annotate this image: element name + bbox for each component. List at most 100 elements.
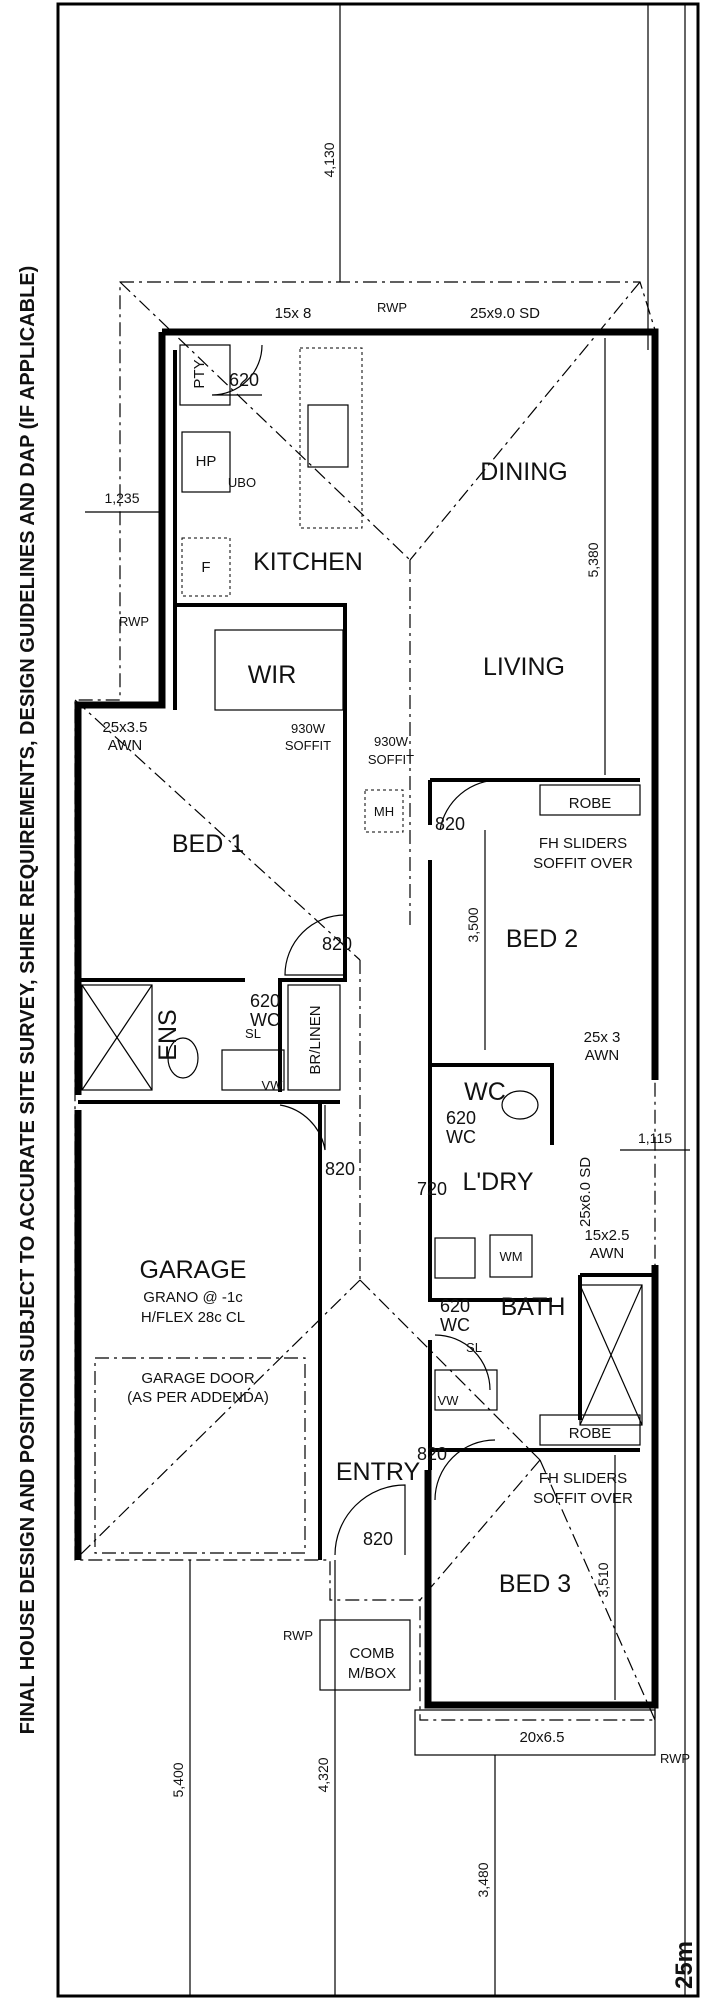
- wm-box: [489, 1234, 533, 1278]
- interior-wall: [173, 350, 347, 880]
- note-vw2: VW: [438, 1393, 460, 1408]
- room-ens: ENS: [154, 1009, 182, 1060]
- fridge-outline: [181, 537, 231, 597]
- lot-width: 25m: [671, 1941, 698, 1989]
- interior-wall: [428, 1063, 554, 1302]
- vanity-ens: [221, 1049, 285, 1091]
- garage-door: [94, 1357, 306, 1554]
- manhole: [364, 789, 404, 833]
- window-w1: 15x 8: [275, 305, 312, 322]
- vanity-bath: [434, 1369, 498, 1411]
- lot-boundary: [56, 2, 700, 1998]
- roof-hip: [119, 281, 411, 561]
- room-ldry: L'DRY: [462, 1168, 533, 1196]
- room-garage: GARAGE: [140, 1256, 247, 1284]
- note-soffit1: SOFFIT: [285, 738, 331, 753]
- roof-hip: [74, 699, 361, 961]
- interior-wall: [278, 880, 347, 1092]
- note-fridge: F: [201, 559, 210, 576]
- wir-inner: [214, 629, 344, 711]
- window-w4: 25x 3: [584, 1029, 621, 1046]
- door-swing: [439, 779, 501, 831]
- note-hp: HP: [196, 453, 217, 470]
- kitchen-bench: [299, 347, 363, 529]
- room-bed3: BED 3: [499, 1570, 571, 1598]
- kitchen-sink: [307, 404, 349, 468]
- shower-cross: [81, 984, 153, 1091]
- door-swing: [211, 344, 263, 396]
- exterior-wall: [424, 1265, 659, 1709]
- door-820-garage: 820: [325, 1159, 355, 1179]
- roof-hip: [419, 1459, 541, 1601]
- note-soffit2: SOFFIT: [368, 752, 414, 767]
- front-porch: [414, 1709, 656, 1756]
- dim-bed3: 3,510: [595, 1562, 611, 1597]
- door-swing: [284, 914, 346, 976]
- window-w4b: AWN: [585, 1047, 619, 1064]
- note-so2: SOFFIT OVER: [533, 1490, 633, 1507]
- room-bath: BATH: [501, 1293, 566, 1321]
- note-robe1: ROBE: [569, 795, 612, 812]
- note-garage-ceiling: H/FLEX 28c CL: [141, 1309, 245, 1326]
- roof-hip: [74, 1279, 361, 1561]
- door-820-bed1: 820: [322, 934, 352, 954]
- robe-bed3: [539, 1414, 641, 1446]
- room-br-linen: BR/LINEN: [307, 1005, 324, 1074]
- room-wir: WIR: [248, 661, 297, 689]
- dim-1235: 1,235: [104, 490, 139, 506]
- window-w2: 25x9.0 SD: [470, 305, 540, 322]
- room-entry: ENTRY: [336, 1458, 421, 1486]
- dim-bed2: 3,500: [465, 907, 481, 942]
- door-620-ens: 620: [250, 991, 280, 1011]
- note-rwp4: RWP: [660, 1751, 690, 1766]
- note-robe2: ROBE: [569, 1425, 612, 1442]
- note-soffit1-w: 930W: [291, 721, 326, 736]
- toilet-ens: [167, 1037, 199, 1079]
- window-w5: 25x6.0 SD: [577, 1157, 594, 1227]
- door-swing: [434, 1439, 496, 1501]
- room-dining: DINING: [480, 458, 568, 486]
- note-so1: SOFFIT OVER: [533, 855, 633, 872]
- room-living: LIVING: [483, 653, 565, 681]
- window-w3b: AWN: [108, 737, 142, 754]
- room-bed1: BED 1: [172, 830, 244, 858]
- dim-entry-setback: 4,320: [315, 1757, 331, 1792]
- bath-tub: [579, 1284, 643, 1426]
- roof-hip: [409, 281, 641, 561]
- note-wm: WM: [499, 1249, 522, 1264]
- pantry-outline: [179, 344, 231, 406]
- door-620-bath-wc: WC: [440, 1315, 470, 1335]
- door-swing: [434, 1334, 491, 1391]
- note-garage-floor: GRANO @ -1c: [143, 1289, 243, 1306]
- note-mbox: M/BOX: [348, 1665, 396, 1682]
- exterior-wall: [74, 332, 166, 1095]
- door-620-pty: 620: [229, 370, 259, 390]
- note-garage-door1: GARAGE DOOR: [141, 1370, 255, 1387]
- bath-cross: [579, 1284, 643, 1426]
- side-note: FINAL HOUSE DESIGN AND POSITION SUBJECT …: [17, 266, 39, 1735]
- dim-front-setback: 3,480: [475, 1862, 491, 1897]
- room-kitchen: KITCHEN: [253, 548, 363, 576]
- note-sl1: SL: [245, 1026, 261, 1041]
- interior-wall: [428, 778, 640, 1065]
- trough: [434, 1237, 476, 1279]
- note-fh1: FH SLIDERS: [539, 835, 627, 852]
- door-swing: [279, 1104, 326, 1151]
- door-620-ens-wc: WC: [250, 1010, 280, 1030]
- door-820-bed2: 820: [435, 814, 465, 834]
- dim-1115: 1,115: [638, 1130, 672, 1146]
- note-pty: PTY: [191, 359, 208, 388]
- robe-bed2: [539, 784, 641, 816]
- linen-cupboard: [287, 984, 341, 1091]
- note-sl2: SL: [466, 1340, 482, 1355]
- note-fh2: FH SLIDERS: [539, 1470, 627, 1487]
- dim-living: 5,380: [585, 542, 601, 577]
- window-w6: 15x2.5: [584, 1227, 629, 1244]
- exterior-wall: [162, 328, 659, 1080]
- window-w6b: AWN: [590, 1245, 624, 1262]
- note-ubo: UBO: [228, 475, 256, 490]
- door-620-wc-wc: WC: [446, 1127, 476, 1147]
- hotplate-outline: [181, 431, 231, 493]
- note-rwp3: RWP: [283, 1628, 313, 1643]
